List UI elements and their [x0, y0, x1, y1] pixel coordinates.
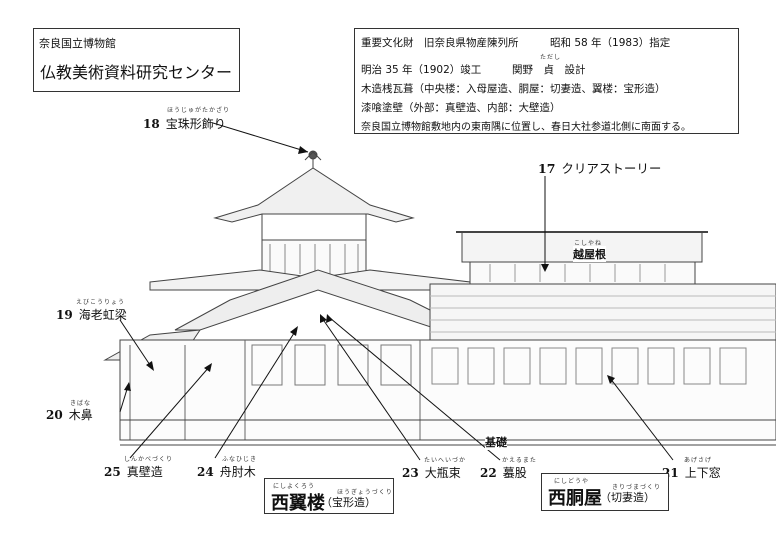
west-body-title: 西胴屋 — [548, 488, 602, 509]
architect-ruby: ただし — [540, 54, 562, 61]
finial-icon — [304, 150, 322, 168]
label-koshiyane: 越屋根 — [573, 246, 606, 262]
west-body-ruby: にしどうや — [554, 478, 590, 485]
west-wing-sub-ruby: ほうぎょうづくり — [337, 489, 393, 496]
west-wing-box: にしよくろう 西翼楼 ほうぎょうづくり （宝形造） — [264, 478, 394, 514]
label-21-ruby: あげさげ — [684, 457, 713, 464]
west-wing-title: 西翼楼 — [271, 493, 325, 514]
west-body-sub-ruby: きりづまづくり — [612, 484, 662, 491]
west-wing-sub: （宝形造） — [321, 496, 376, 509]
label-22-ruby: かえるまた — [502, 457, 537, 464]
label-23-ruby: たいへいづか — [424, 457, 467, 464]
label-kiso: 基礎 — [485, 434, 507, 450]
label-19-ruby: えびこうりょう — [76, 299, 126, 306]
designation-date: 昭和 58 年（1983）指定 — [550, 37, 671, 49]
roof-structure: 木造桟瓦葺（中央楼：入母屋造、胴屋：切妻造、翼楼：宝形造） — [361, 83, 666, 95]
designation-label: 重要文化財 旧奈良県物産陳列所 — [361, 37, 519, 49]
west-body-sub: （切妻造） — [600, 491, 655, 504]
center-name: 仏教美術資料研究センター — [40, 63, 233, 82]
label-24-ruby: ふなひじき — [222, 456, 258, 463]
location-note: 奈良国立博物館敷地内の東南隅に位置し、春日大社参道北側に南面する。 — [361, 122, 691, 133]
architect: 関野 貞 設計 — [512, 64, 586, 76]
west-body-box: にしどうや 西胴屋 きりづまづくり （切妻造） — [541, 473, 669, 511]
museum-name: 奈良国立博物館 — [39, 37, 116, 50]
completion-date: 明治 35 年（1902）竣工 — [361, 64, 482, 76]
label-17b-ruby: こしやね — [574, 240, 602, 247]
info-box: 重要文化財 旧奈良県物産陳列所 昭和 58 年（1983）指定 明治 35 年（… — [354, 28, 739, 134]
west-wing-ruby: にしよくろう — [273, 483, 316, 490]
museum-title-box: 奈良国立博物館 仏教美術資料研究センター — [33, 28, 240, 92]
wall-structure: 漆喰塗壁（外部：真壁造、内部：大壁造） — [361, 102, 561, 114]
label-20-ruby: きばな — [70, 400, 92, 407]
label-25-ruby: しんかべづくり — [124, 456, 174, 463]
label-18-ruby: ほうじゅがたかざり — [167, 107, 231, 114]
